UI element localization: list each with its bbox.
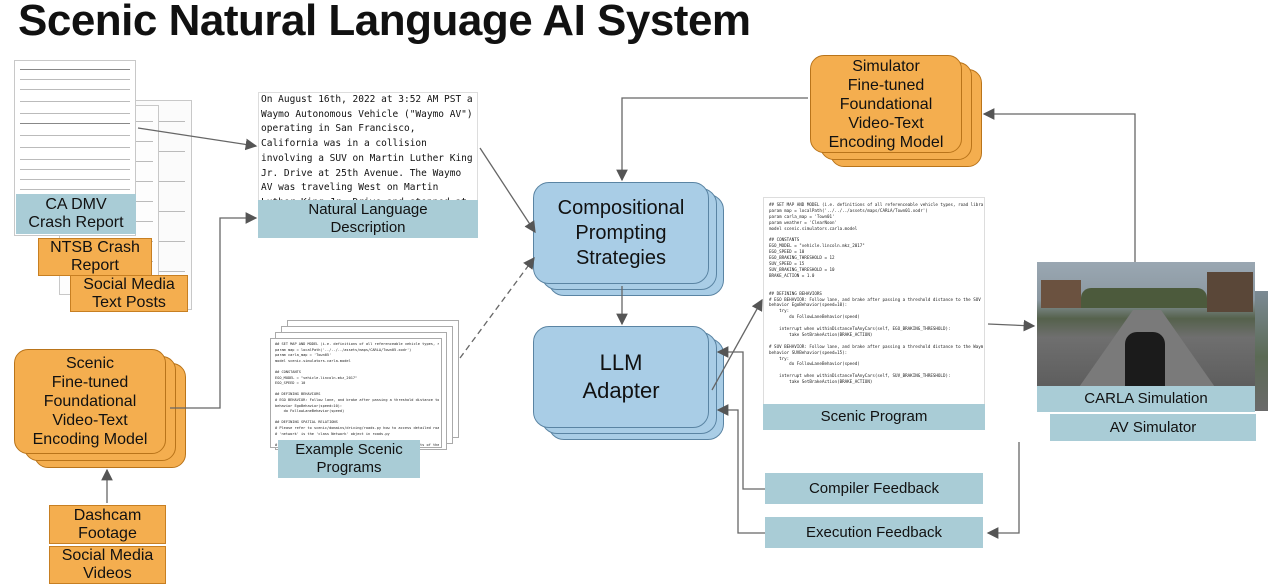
social-media-text-posts-box: Social Media Text Posts [70,275,188,312]
page-title: Scenic Natural Language AI System [18,0,751,45]
example-program-code: ## SET MAP AND MODEL (i.e. definitions o… [275,342,439,446]
scenic-program-label: Scenic Program [763,404,985,430]
example-scenic-programs-label: Example Scenic Programs [278,440,420,478]
av-simulator-label: AV Simulator [1050,414,1256,441]
compositional-prompting-strategies: Compositional Prompting Strategies [533,182,709,284]
natural-language-description-label: Natural Language Description [258,200,478,238]
carla-simulation-image [1037,262,1255,388]
ntsb-crash-report-box: NTSB Crash Report [38,238,152,276]
ca-dmv-crash-report-label: CA DMV Crash Report [16,194,136,234]
arrow-description-to-compositional [479,147,536,234]
scenic-encoder-model: Scenic Fine-tuned Foundational Video-Tex… [14,349,166,454]
arrow-simulator-encoder-to-compositional [616,97,808,182]
arrow-execution-feedback-to-adapter [716,404,765,534]
nl-description-text: On August 16th, 2022 at 3:52 AM PST a Wa… [261,94,473,205]
simulator-encoder-model: Simulator Fine-tuned Foundational Video-… [810,55,962,153]
arrow-compiler-feedback-to-adapter [716,346,765,490]
house-left [1041,280,1081,308]
natural-language-description-card: On August 16th, 2022 at 3:52 AM PST a Wa… [258,92,478,205]
arrow-program-to-carla [987,319,1036,332]
arrow-carla-to-simulator-encoder [982,108,1136,262]
llm-adapter: LLM Adapter [533,326,709,428]
example-program-page-front: ## SET MAP AND MODEL (i.e. definitions o… [270,338,442,448]
line-program-to-compiler-feedback [986,442,1020,539]
trees [1081,288,1207,308]
ego-car [1125,332,1165,388]
scenic-program-card: ## SET MAP AND MODEL (i.e. definitions o… [763,197,985,407]
carla-simulation-label: CARLA Simulation [1037,386,1255,412]
compiler-feedback-box: Compiler Feedback [765,473,983,504]
scenic-program-code: ## SET MAP AND MODEL (i.e. definitions o… [769,202,983,385]
dashcam-footage-box: Dashcam Footage [49,505,166,544]
social-media-videos-box: Social Media Videos [49,546,166,584]
house-right [1207,272,1253,312]
execution-feedback-box: Execution Feedback [765,517,983,548]
arrow-examples-to-compositional [459,256,535,359]
